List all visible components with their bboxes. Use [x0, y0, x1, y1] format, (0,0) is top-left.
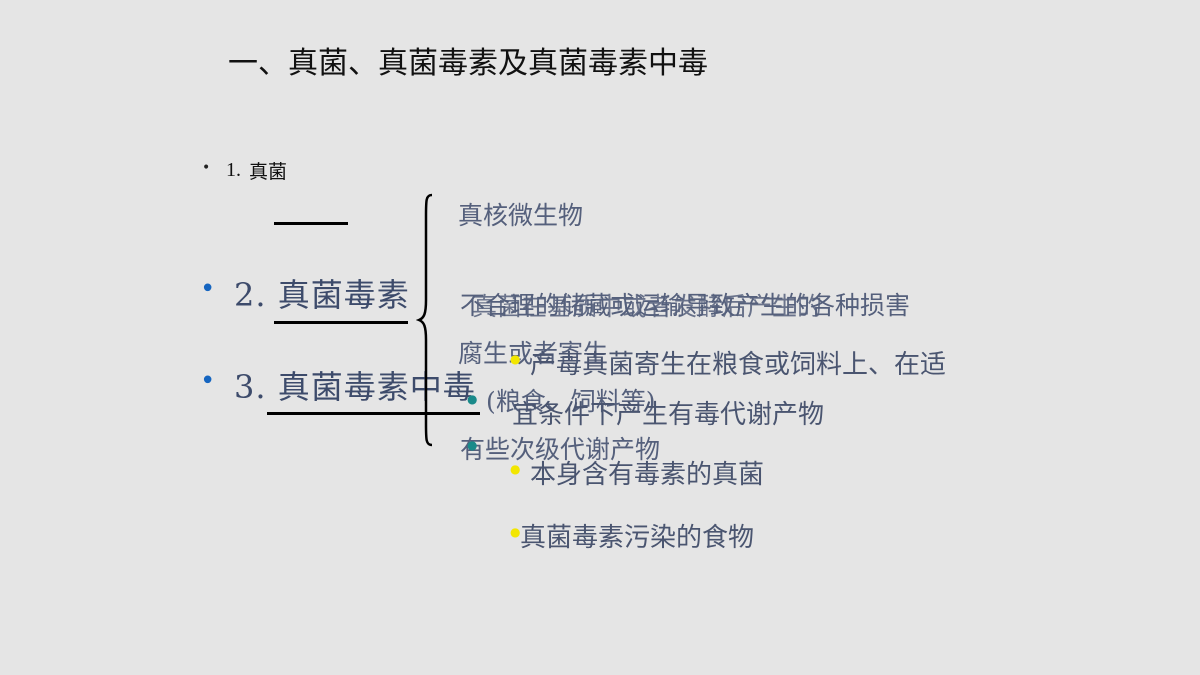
- sublist-item-3: 真菌毒素污染的食物: [520, 523, 755, 553]
- yellow-dot-3: ●: [510, 525, 521, 539]
- blank-line-3: [267, 412, 480, 415]
- teal-dot-1: ●: [467, 392, 478, 406]
- blank-line-1: [274, 222, 348, 225]
- brace-line-eukaryote: 真核微生物: [458, 201, 584, 230]
- brace-line-metabolite: 有些次级代谢产物: [460, 435, 661, 464]
- slide-title: 一、真菌、真菌毒素及真菌毒素中毒: [228, 46, 708, 81]
- teal-dot-2: ●: [467, 438, 478, 452]
- yellow-dot-1: ●: [510, 352, 521, 366]
- bullet-2-text: 2. 真菌毒素: [234, 276, 410, 314]
- bullet-1-text: 真菌: [249, 161, 288, 183]
- brace-line-damage: 不合理的储藏或运输导致产生的各种损害: [460, 291, 911, 320]
- brace-line-saprophytic: 腐生或者寄生: [458, 339, 609, 368]
- bullet-2-dot: •: [200, 274, 216, 304]
- bullet-3-dot: •: [200, 366, 216, 396]
- sublist-item-1a: 产毒真菌寄生在粮食或饲料上、在适: [530, 350, 947, 380]
- brace-line-fermentation: 真菌在基质中或者发酵后产生的: [472, 292, 823, 321]
- yellow-dot-2: ●: [510, 462, 521, 476]
- brace-line-grain: (粮食、饲料等): [486, 387, 656, 416]
- curly-brace: [416, 193, 433, 447]
- bullet-1-dot: •: [202, 160, 211, 176]
- blank-line-2: [274, 321, 408, 324]
- bullet-3-text: 3. 真菌毒素中毒: [234, 368, 476, 406]
- sublist-item-1b: 宜条件下产生有毒代谢产物: [512, 400, 825, 430]
- bullet-1-number: 1.: [226, 159, 241, 181]
- sublist-item-2: 本身含有毒素的真菌: [530, 460, 765, 490]
